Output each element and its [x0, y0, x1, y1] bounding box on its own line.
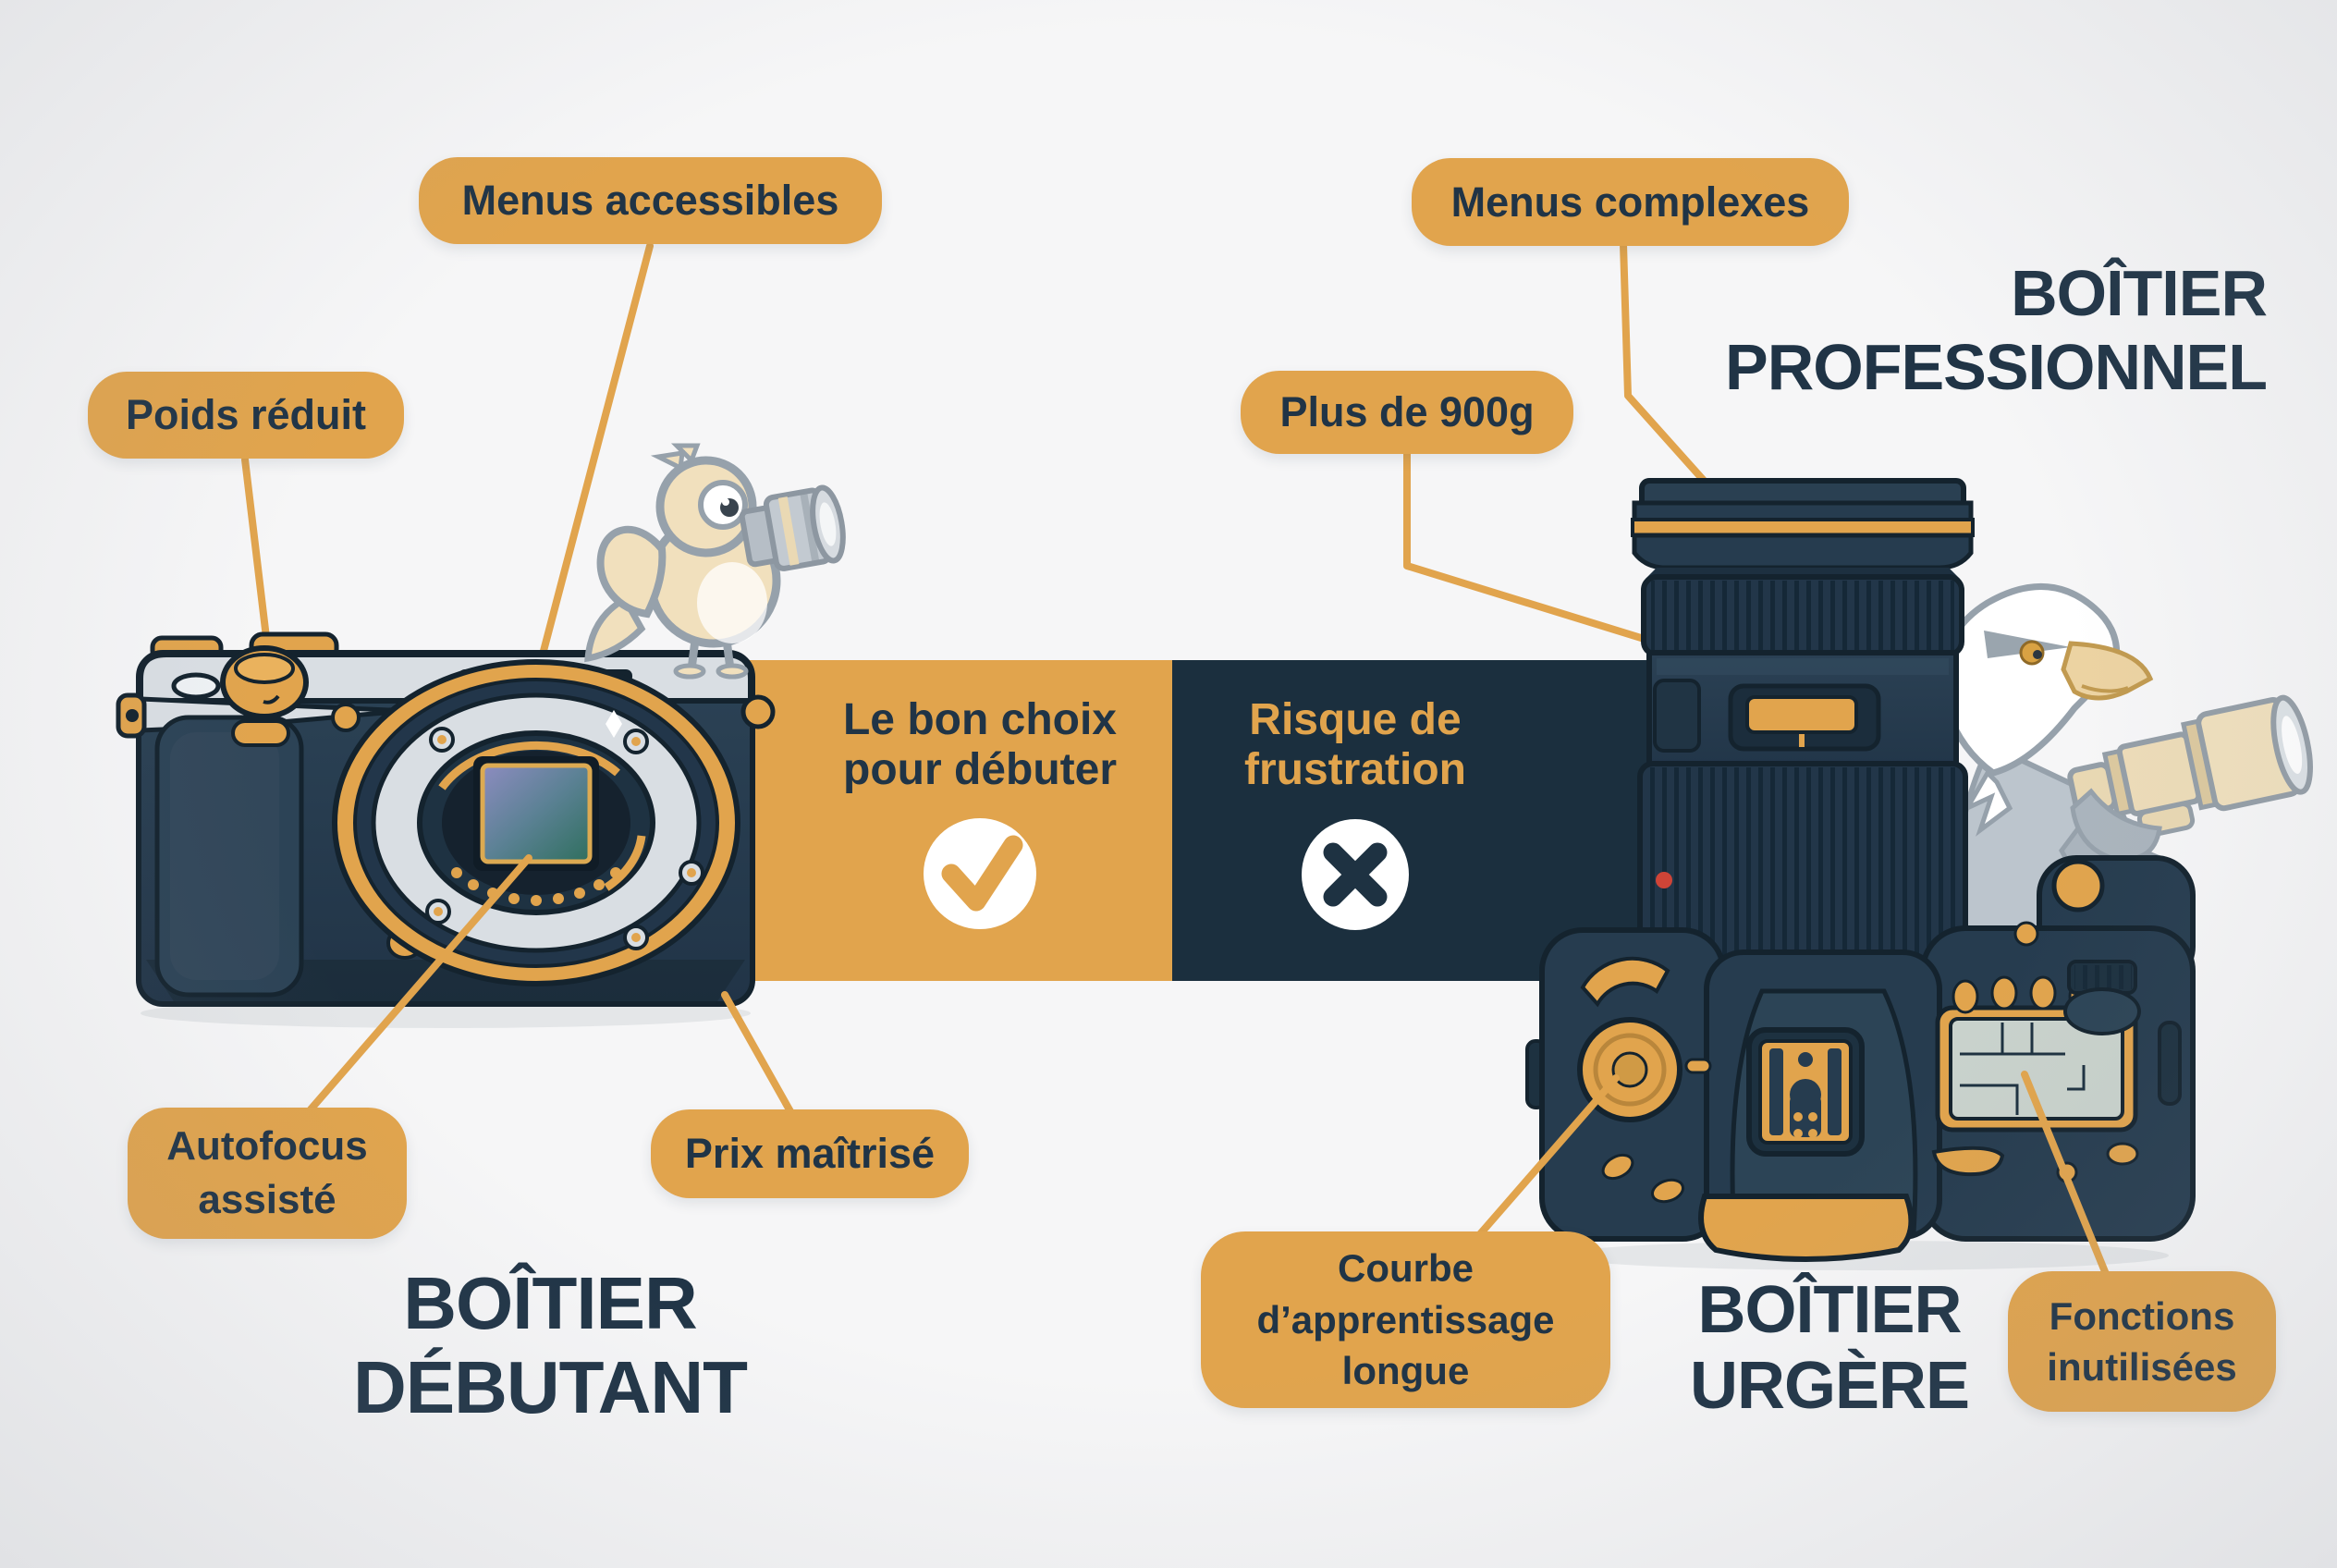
check-icon — [941, 835, 1023, 912]
check-badge — [924, 818, 1036, 929]
connector-lines-front-left — [307, 854, 795, 1117]
callout-label: Menus accessibles — [461, 177, 839, 225]
callout-fonctions-inutilisees: Fonctions inutilisées — [2008, 1271, 2276, 1412]
connector-fonctions — [2021, 1071, 2110, 1278]
callout-label-line2: d’apprentissage — [1256, 1297, 1555, 1341]
callout-label: Plus de 900g — [1279, 388, 1535, 436]
eagle-beak — [2061, 641, 2154, 701]
heading-boitier-debutant: BOÎTIER DÉBUTANT — [180, 1261, 920, 1429]
heading-line1: BOÎTIER — [403, 1262, 697, 1344]
strap-lug-right — [740, 694, 776, 729]
camera-sensor — [480, 763, 593, 864]
bird-camera-lens-icon — [739, 484, 846, 571]
callout-label-line2: assisté — [198, 1177, 336, 1222]
connector-autofocus — [307, 854, 532, 1113]
connector-menus-accessibles — [540, 242, 654, 655]
callout-autofocus-assiste: Autofocus assisté — [128, 1108, 407, 1239]
lens-mount — [332, 659, 740, 986]
verdict-good-text: Le bon choix pour débuter — [791, 695, 1168, 795]
callout-label-line1: Courbe — [1338, 1246, 1474, 1291]
eagle-telescope-icon — [2067, 694, 2313, 839]
callout-prix-maitrise: Prix maîtrisé — [651, 1109, 969, 1198]
callout-poids-reduit: Poids réduit — [88, 372, 404, 459]
callout-label: Prix maîtrisé — [684, 1130, 936, 1178]
verdict-bad-text: Risque de frustration — [1167, 695, 1544, 795]
heading-line2: URGÈRE — [1689, 1349, 1970, 1424]
callout-menus-complexes: Menus complexes — [1412, 158, 1849, 246]
connector-lines-back — [241, 240, 1718, 656]
callout-plus-900g: Plus de 900g — [1241, 371, 1573, 454]
camera-beginner-illustration — [116, 631, 776, 1028]
lens-info-window — [1745, 695, 1858, 734]
heading-line1: BOÎTIER — [1697, 1273, 1962, 1347]
callout-label-line2: inutilisées — [2047, 1345, 2237, 1389]
callout-label-line1: Autofocus — [166, 1122, 368, 1169]
cross-icon — [1323, 842, 1388, 907]
heading-line1: BOÎTIER — [2011, 257, 2268, 329]
callout-label: Poids réduit — [125, 391, 367, 439]
connector-lines-front-right — [1475, 1071, 2110, 1278]
connector-prix — [721, 991, 795, 1117]
callout-menus-accessibles: Menus accessibles — [419, 157, 882, 244]
callout-label-line3: longue — [1341, 1349, 1470, 1393]
bird-mascot-icon — [584, 443, 846, 680]
heading-line2: PROFESSIONNEL — [1725, 330, 2268, 403]
heading-line2: DÉBUTANT — [352, 1346, 748, 1429]
callout-courbe-apprentissage: Courbe d’apprentissage longue — [1201, 1231, 1610, 1408]
camera-pro-illustration — [1525, 855, 2196, 1270]
connector-plus-900g — [1403, 449, 1666, 648]
heading-boitier-urgere: BOÎTIER URGÈRE — [1552, 1272, 2107, 1424]
cross-badge — [1302, 819, 1409, 930]
connector-poids-reduit — [241, 456, 272, 656]
callout-label-line1: Fonctions — [2049, 1293, 2235, 1338]
heading-boitier-professionnel: BOÎTIER PROFESSIONNEL — [1620, 257, 2268, 405]
hot-shoe — [1746, 1027, 1865, 1157]
top-lcd-panel — [1935, 1005, 2138, 1133]
verdict-line2: pour débuter — [843, 744, 1117, 794]
connector-courbe — [1475, 1074, 1620, 1239]
connector-menus-complexes — [1620, 240, 1718, 496]
callout-label: Menus complexes — [1450, 178, 1810, 226]
verdict-line2: frustration — [1244, 744, 1466, 794]
verdict-line1: Risque de — [1249, 695, 1462, 744]
grip-pad — [1698, 1194, 1915, 1262]
verdict-line1: Le bon choix — [842, 695, 1117, 744]
